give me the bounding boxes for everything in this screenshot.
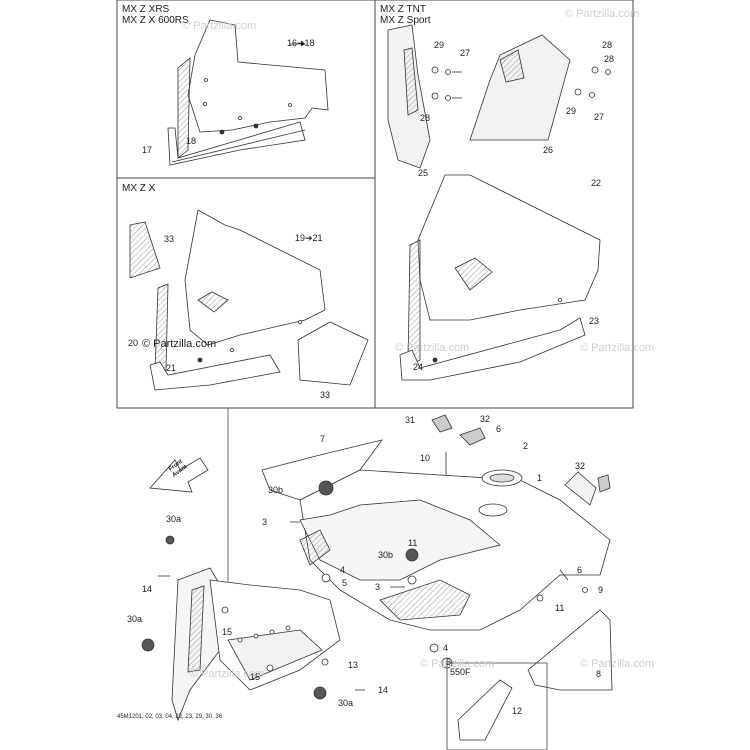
callout-21: 21 [166,363,177,373]
tnt-windshield-group [399,174,601,381]
callout-9: 9 [598,585,604,595]
callout-6b: 6 [577,565,583,575]
callout-28b: 28 [602,40,613,50]
callout-30b-a: 30b [268,485,284,495]
callout-15a: 15 [222,627,233,637]
hood-assembly [261,414,611,669]
callout-17: 17 [142,145,153,155]
callout-23: 23 [589,316,600,326]
callout-3a: 3 [262,517,268,527]
front-arrow [149,457,209,493]
callout-2: 2 [523,441,529,451]
watermark-faint-2: © Partzilla.com [395,342,470,354]
callout-15b: 15 [250,672,261,682]
watermark-faint-5: © Partzilla.com [420,658,495,670]
watermark-faint-7: © Partzilla.com [190,668,265,680]
callout-33a: 33 [164,234,175,244]
watermark-faint-6: © Partzilla.com [580,658,655,670]
callout-26: 26 [543,145,554,155]
callout-10: 10 [420,453,431,463]
callout-27b: 27 [594,112,605,122]
callout-29a: 29 [434,40,445,50]
callout-19-21: 19➔21 [295,233,323,243]
panel-title-x600rs: MX Z X 600RS [122,15,189,26]
callout-12: 12 [512,706,523,716]
callout-22: 22 [591,178,602,188]
callout-31: 31 [405,415,416,425]
callout-4a: 4 [340,565,346,575]
callout-14a: 14 [142,584,153,594]
callout-24: 24 [413,362,424,372]
callout-32b: 32 [575,461,586,471]
footer-code: 45M1201, 02, 03, 04, 22, 23, 29, 30, 36 [117,714,223,720]
callout-28c: 28 [604,54,615,64]
xrs-windshield-group [167,19,329,166]
x-windshield-group [129,209,369,391]
callout-4b: 4 [443,643,449,653]
box-550f [446,662,548,750]
callout-1: 1 [537,473,543,483]
callout-5a: 5 [342,578,348,588]
callout-5b: 5 [446,657,452,667]
callout-7: 7 [320,434,326,444]
callout-25: 25 [418,168,429,178]
callout-11a: 11 [408,538,418,548]
callout-30b-b: 30b [378,550,394,560]
watermark-faint-1: © Partzilla.com [565,8,640,20]
callout-13: 13 [348,660,359,670]
callout-28a: 28 [420,113,431,123]
panel-title-tnt: MX Z TNT [380,4,426,15]
tnt-side-parts [387,24,611,169]
callout-6a: 6 [496,424,502,434]
callout-11b: 11 [555,603,565,613]
callout-27a: 27 [460,48,471,58]
callout-30a-c: 30a [338,698,354,708]
panel-title-sport: MX Z Sport [380,15,431,26]
callout-8: 8 [596,669,602,679]
box-label-550f: 550F [450,667,471,677]
callout-18: 18 [186,136,197,146]
callout-30a-b: 30a [127,614,143,624]
watermark-faint-4: © Partzilla.com [182,20,257,32]
watermark-main: © Partzilla.com [142,338,217,350]
watermark-faint-3: © Partzilla.com [580,342,655,354]
callout-33b: 33 [320,390,331,400]
callout-30a-a: 30a [166,514,182,524]
callout-20: 20 [128,338,139,348]
callout-16-18: 16➔18 [287,38,315,48]
side-panel-assembly [141,535,365,722]
panel-frames [116,0,634,409]
panel-mxz-tnt-frame [374,0,634,409]
callout-32a: 32 [480,414,491,424]
callout-3b: 3 [375,582,381,592]
panel-title-x: MX Z X [122,183,156,194]
callout-29b: 29 [566,106,577,116]
callout-14b: 14 [378,685,389,695]
panel-title-xrs: MX Z XRS [122,4,170,15]
right-panel-8 [527,609,613,691]
